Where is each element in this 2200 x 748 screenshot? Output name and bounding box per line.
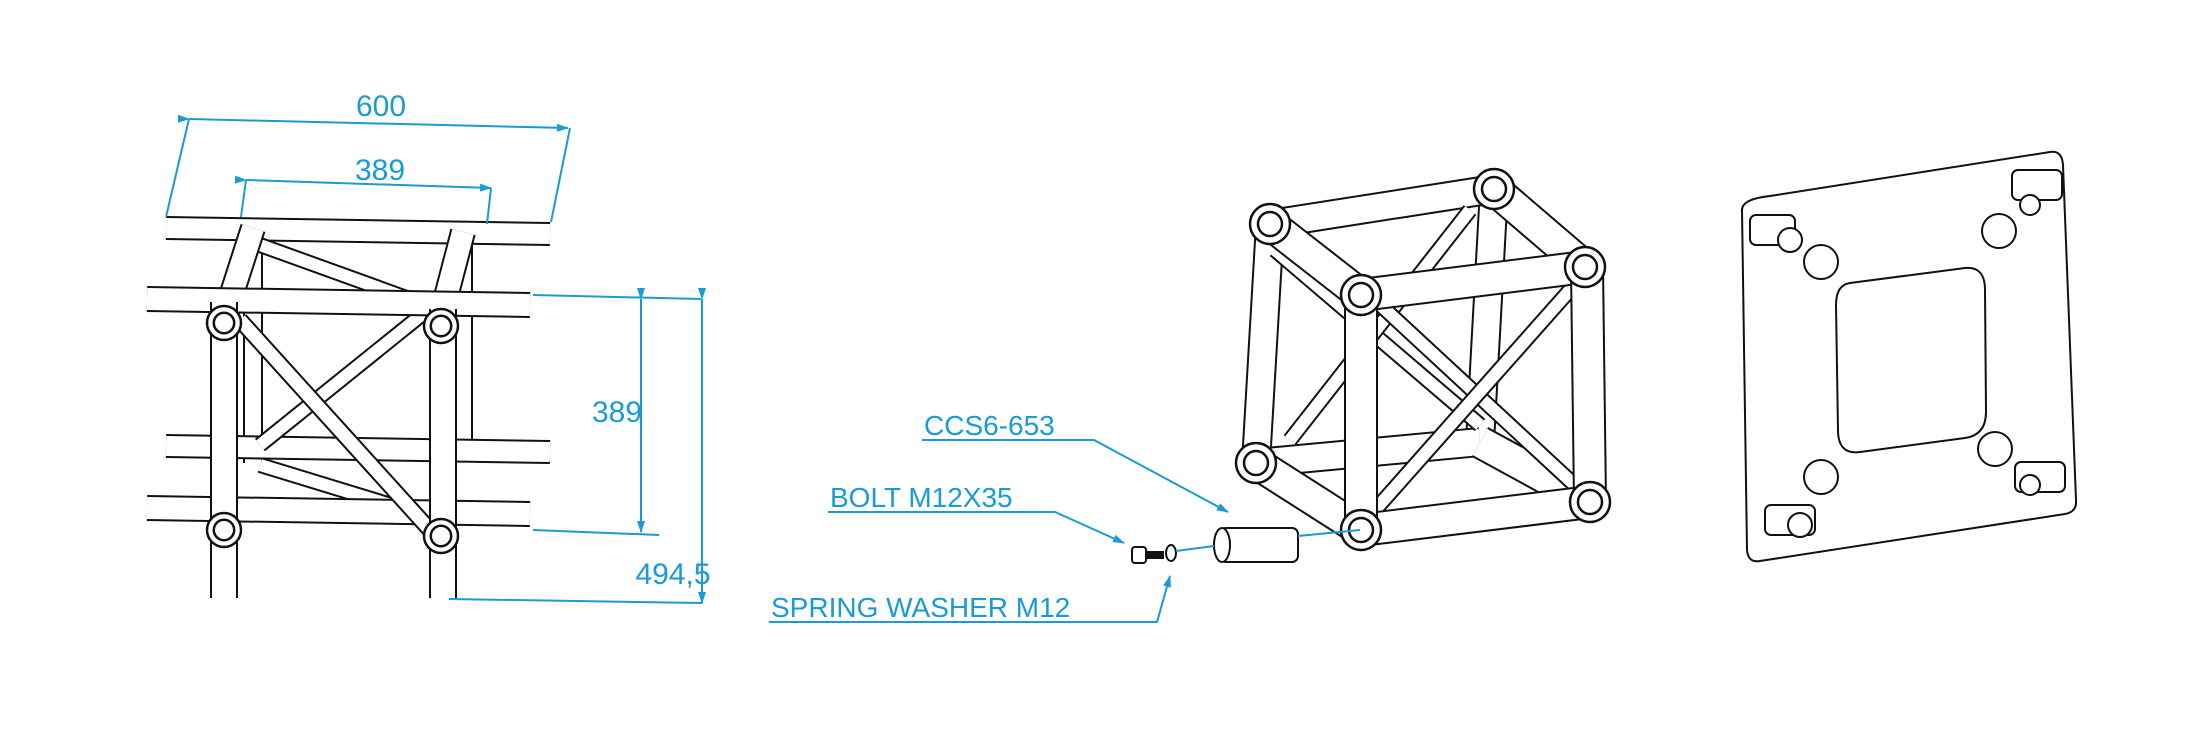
spring-washer-m12 (1165, 544, 1177, 562)
callout-bolt: BOLT M12X35 (828, 482, 1125, 544)
callout-label: CCS6-653 (924, 410, 1055, 441)
diagonal-brace (254, 293, 446, 452)
dimension-inner-width: 389 (234, 154, 492, 225)
callout-label: BOLT M12X35 (830, 482, 1013, 513)
callout-washer: SPRING WASHER M12 (769, 575, 1171, 623)
front-chord (1358, 250, 1588, 312)
front-chord (1570, 266, 1607, 503)
plate-hole (1977, 431, 2013, 467)
diagonal-brace (233, 314, 437, 536)
truss-node (1339, 273, 1383, 317)
truss-node (422, 307, 460, 345)
front-chord (146, 286, 531, 318)
callout-spacer: CCS6-653 (922, 410, 1229, 513)
dimension-overall-height: 494,5 (448, 288, 711, 604)
callout-label: SPRING WASHER M12 (771, 592, 1070, 623)
truss-node (1472, 167, 1516, 211)
plate-center-opening (1834, 266, 1988, 454)
plate-hole (1803, 244, 1839, 280)
back-chord (1267, 174, 1497, 239)
base-plate (1740, 150, 2078, 563)
plate-hole (1981, 213, 2017, 249)
dimension-overall-width: 600 (165, 90, 571, 223)
truss-node (1568, 480, 1612, 524)
truss-node (422, 517, 460, 555)
front-chord (1358, 485, 1593, 547)
dimension-label: 389 (355, 154, 405, 187)
truss-node (205, 304, 243, 342)
back-chord (1241, 223, 1285, 464)
dimension-label: 494,5 (635, 558, 710, 591)
truss-node (1339, 508, 1383, 552)
clamp-knob (2014, 461, 2066, 496)
truss-cube-exploded-view (1234, 167, 1612, 552)
truss-node (205, 511, 243, 549)
spacer-ccs6-653 (1213, 527, 1299, 563)
clamp-knob (1749, 214, 1803, 253)
diagonal-brace (1283, 205, 1477, 445)
dimension-label: 389 (592, 396, 642, 429)
front-chord (146, 495, 531, 527)
truss-node (1563, 245, 1607, 289)
dimension-inner-height: 389 (532, 288, 702, 536)
clamp-knob (1764, 504, 1816, 538)
clamp-knob (2011, 169, 2063, 216)
truss-node (1234, 441, 1278, 485)
truss-node (1248, 202, 1292, 246)
back-chord (165, 216, 551, 246)
diagonal-brace (1369, 284, 1576, 516)
truss-corner-left-view (146, 216, 551, 598)
plate-hole (1803, 459, 1839, 495)
bolt-m12x35 (1131, 546, 1164, 564)
dimension-label: 600 (356, 90, 406, 123)
